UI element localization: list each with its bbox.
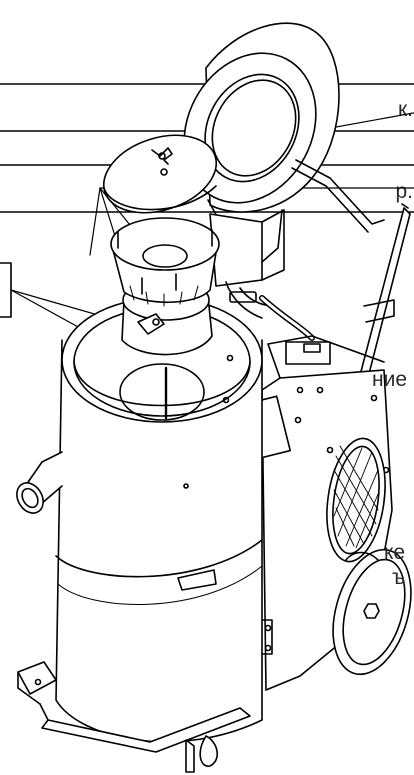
side-text-line-2: ке (384, 541, 406, 564)
side-text-line-3: ъ (392, 566, 406, 589)
mesh-grille (326, 437, 386, 563)
filter-ring (110, 217, 220, 307)
side-text-line-1: ние (372, 368, 408, 391)
nozzle (16, 451, 63, 514)
motor-block (209, 209, 315, 341)
wheel (332, 548, 412, 676)
tank (55, 297, 273, 743)
base-frame (17, 661, 251, 773)
callout-box-3 (0, 262, 12, 318)
lid (102, 134, 218, 214)
callout-label-1: к. (398, 98, 413, 121)
callout-label-2: р. (395, 180, 413, 203)
